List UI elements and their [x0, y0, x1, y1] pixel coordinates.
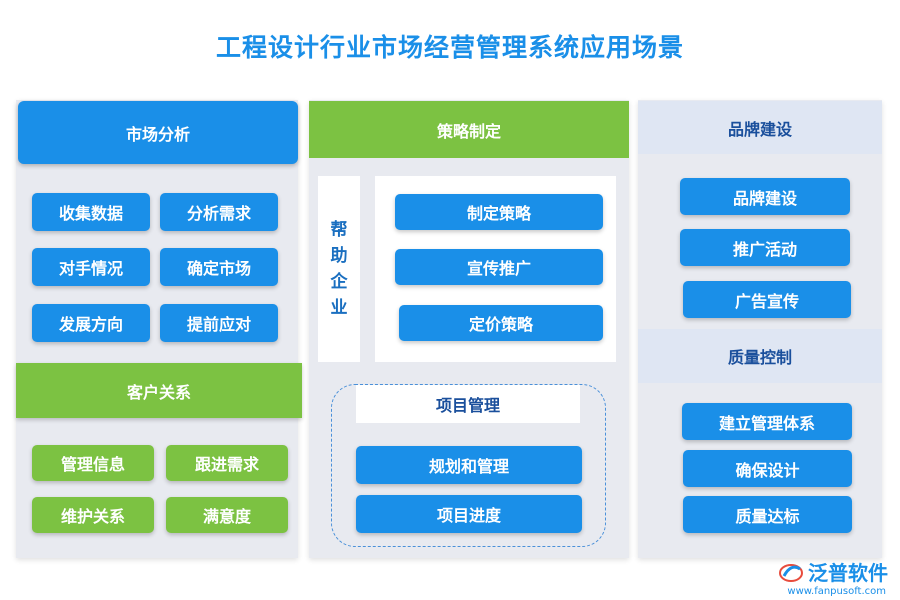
strategy-item: 制定策略 [395, 194, 603, 230]
strategy-header: 策略制定 [309, 101, 629, 158]
customer-item: 管理信息 [32, 445, 154, 481]
quality-item: 确保设计 [683, 450, 852, 487]
project-item: 项目进度 [356, 495, 582, 533]
strategy-title: 策略制定 [436, 121, 501, 141]
customer-item: 满意度 [166, 497, 288, 533]
market-item: 确定市场 [160, 248, 278, 286]
side-label-char: 助 [330, 246, 348, 266]
market-analysis-header: 市场分析 [18, 101, 298, 164]
brand-title: 品牌建设 [727, 119, 792, 139]
quality-title: 质量控制 [727, 348, 792, 367]
page-title: 工程设计行业市场经营管理系统应用场景 [215, 33, 684, 62]
customer-item: 维护关系 [32, 497, 154, 533]
quality-item: 建立管理体系 [682, 403, 852, 440]
customer-item: 跟进需求 [166, 445, 288, 481]
fanpu-logo-icon [779, 563, 803, 582]
project-item: 规划和管理 [356, 446, 582, 484]
market-item: 发展方向 [32, 304, 150, 342]
quality-header: 质量控制 [638, 329, 882, 383]
side-label-char: 帮 [330, 220, 348, 240]
market-item: 对手情况 [32, 248, 150, 286]
project-title: 项目管理 [435, 396, 500, 415]
brand-header: 品牌建设 [638, 101, 882, 154]
brand-logo: 泛普软件 [778, 557, 888, 586]
customer-relations-title: 客户关系 [126, 382, 191, 402]
customer-relations-header: 客户关系 [16, 363, 302, 418]
project-frame [331, 384, 606, 547]
market-analysis-title: 市场分析 [125, 124, 190, 144]
brand-item: 品牌建设 [680, 178, 850, 215]
logo-name: 泛普软件 [808, 561, 888, 585]
brand-item: 广告宣传 [683, 281, 851, 318]
strategy-side-box [318, 176, 360, 362]
brand-item: 推广活动 [680, 229, 850, 266]
strategy-item: 定价策略 [399, 305, 603, 341]
market-item: 提前应对 [160, 304, 278, 342]
market-item: 分析需求 [160, 193, 278, 231]
project-header: 项目管理 [356, 385, 580, 423]
market-item: 收集数据 [32, 193, 150, 231]
quality-item: 质量达标 [683, 496, 852, 533]
strategy-side-label: 帮 助 企 业 [318, 176, 360, 362]
side-label-char: 企 [330, 272, 348, 292]
side-label-char: 业 [330, 298, 348, 318]
strategy-item: 宣传推广 [395, 249, 603, 285]
logo-url: www.fanpusoft.com [787, 586, 886, 597]
